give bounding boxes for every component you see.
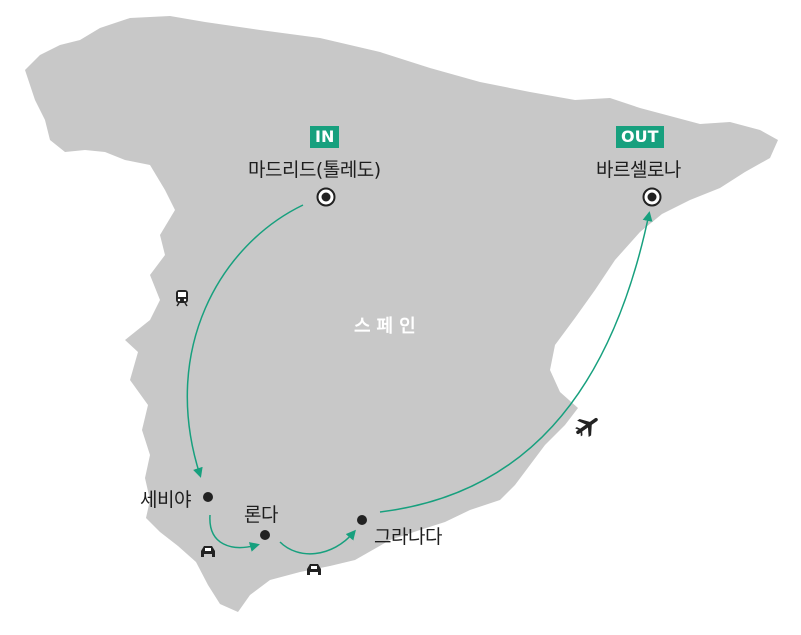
car-icon [201, 546, 215, 557]
granada-marker [357, 515, 367, 525]
ronda-marker [260, 530, 270, 540]
route-granada-barcelona [379, 211, 653, 513]
airplane-icon [575, 417, 598, 438]
route-ronda-granada [279, 529, 356, 555]
spain-landmass [25, 16, 778, 612]
out-badge: OUT [616, 126, 664, 148]
city-label-barcelona: 바르셀로나 [596, 159, 681, 181]
train-icon [176, 290, 188, 307]
city-label-granada: 그라나다 [374, 526, 442, 548]
route-madrid-seville [186, 204, 304, 478]
city-label-madrid: 마드리드(톨레도) [248, 159, 381, 181]
city-label-ronda: 론다 [244, 504, 278, 526]
barcelona-marker [642, 187, 662, 207]
route-seville-ronda [209, 514, 260, 552]
in-badge: IN [310, 126, 340, 148]
car-icon [307, 564, 321, 575]
city-label-seville: 세비야 [140, 489, 191, 511]
seville-marker [203, 492, 213, 502]
madrid-marker [316, 187, 336, 207]
country-label: 스페인 [354, 316, 422, 337]
